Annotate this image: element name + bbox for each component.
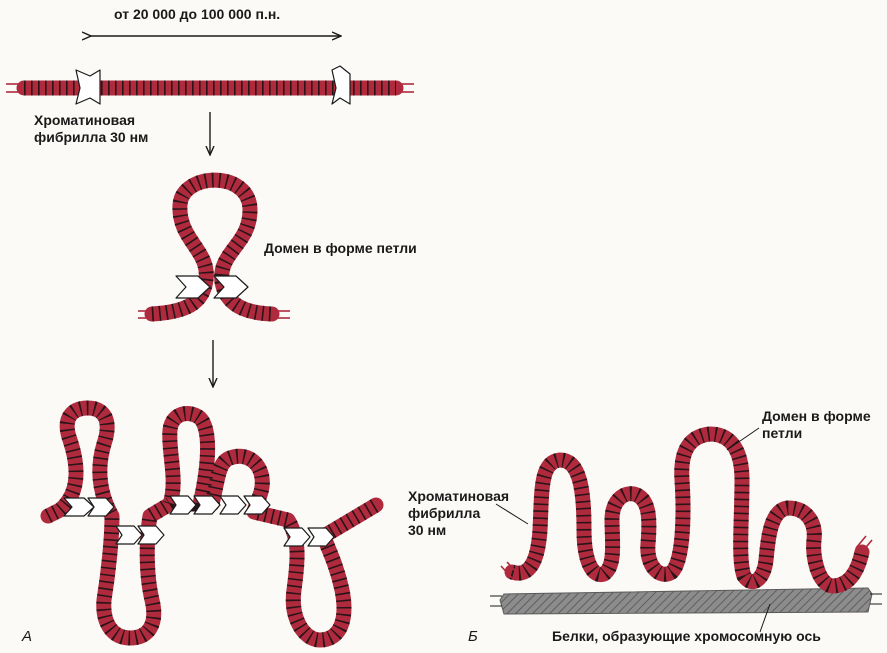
fiber-label-right-line2: фибрилла [408,505,509,522]
panel-a-clamp-7 [220,496,246,514]
loop-domain-label-right-line2: петли [762,425,871,442]
fiber-label-top-line1: Хроматиновая [34,112,148,129]
panel-b-label: Б [468,628,478,645]
fiber-label-right-line1: Хроматиновая [408,488,509,505]
fiber-label-top: Хроматиновая фибрилла 30 нм [34,112,148,146]
panel-a-loops [48,408,376,640]
loop-domain-label-right-line1: Домен в форме [762,408,871,425]
straight-chromatin-fiber [6,84,414,92]
loop-domain-label-middle: Домен в форме петли [264,240,417,257]
loop-domain-label-right: Домен в форме петли [762,408,871,442]
panel-a-label: А [22,628,32,645]
top-clamp-left [76,70,100,104]
scaffold-proteins-label: Белки, образующие хромосомную ось [552,628,821,645]
panel-b-loops [512,434,862,586]
panel-a-clamp-3 [116,526,142,544]
fiber-label-top-line2: фибрилла 30 нм [34,129,148,146]
length-range-label: от 20 000 до 100 000 п.н. [114,6,280,23]
chromosome-scaffold [490,588,882,614]
fiber-label-right-line3: 30 нм [408,522,509,539]
fiber-label-right: Хроматиновая фибрилла 30 нм [408,488,509,539]
